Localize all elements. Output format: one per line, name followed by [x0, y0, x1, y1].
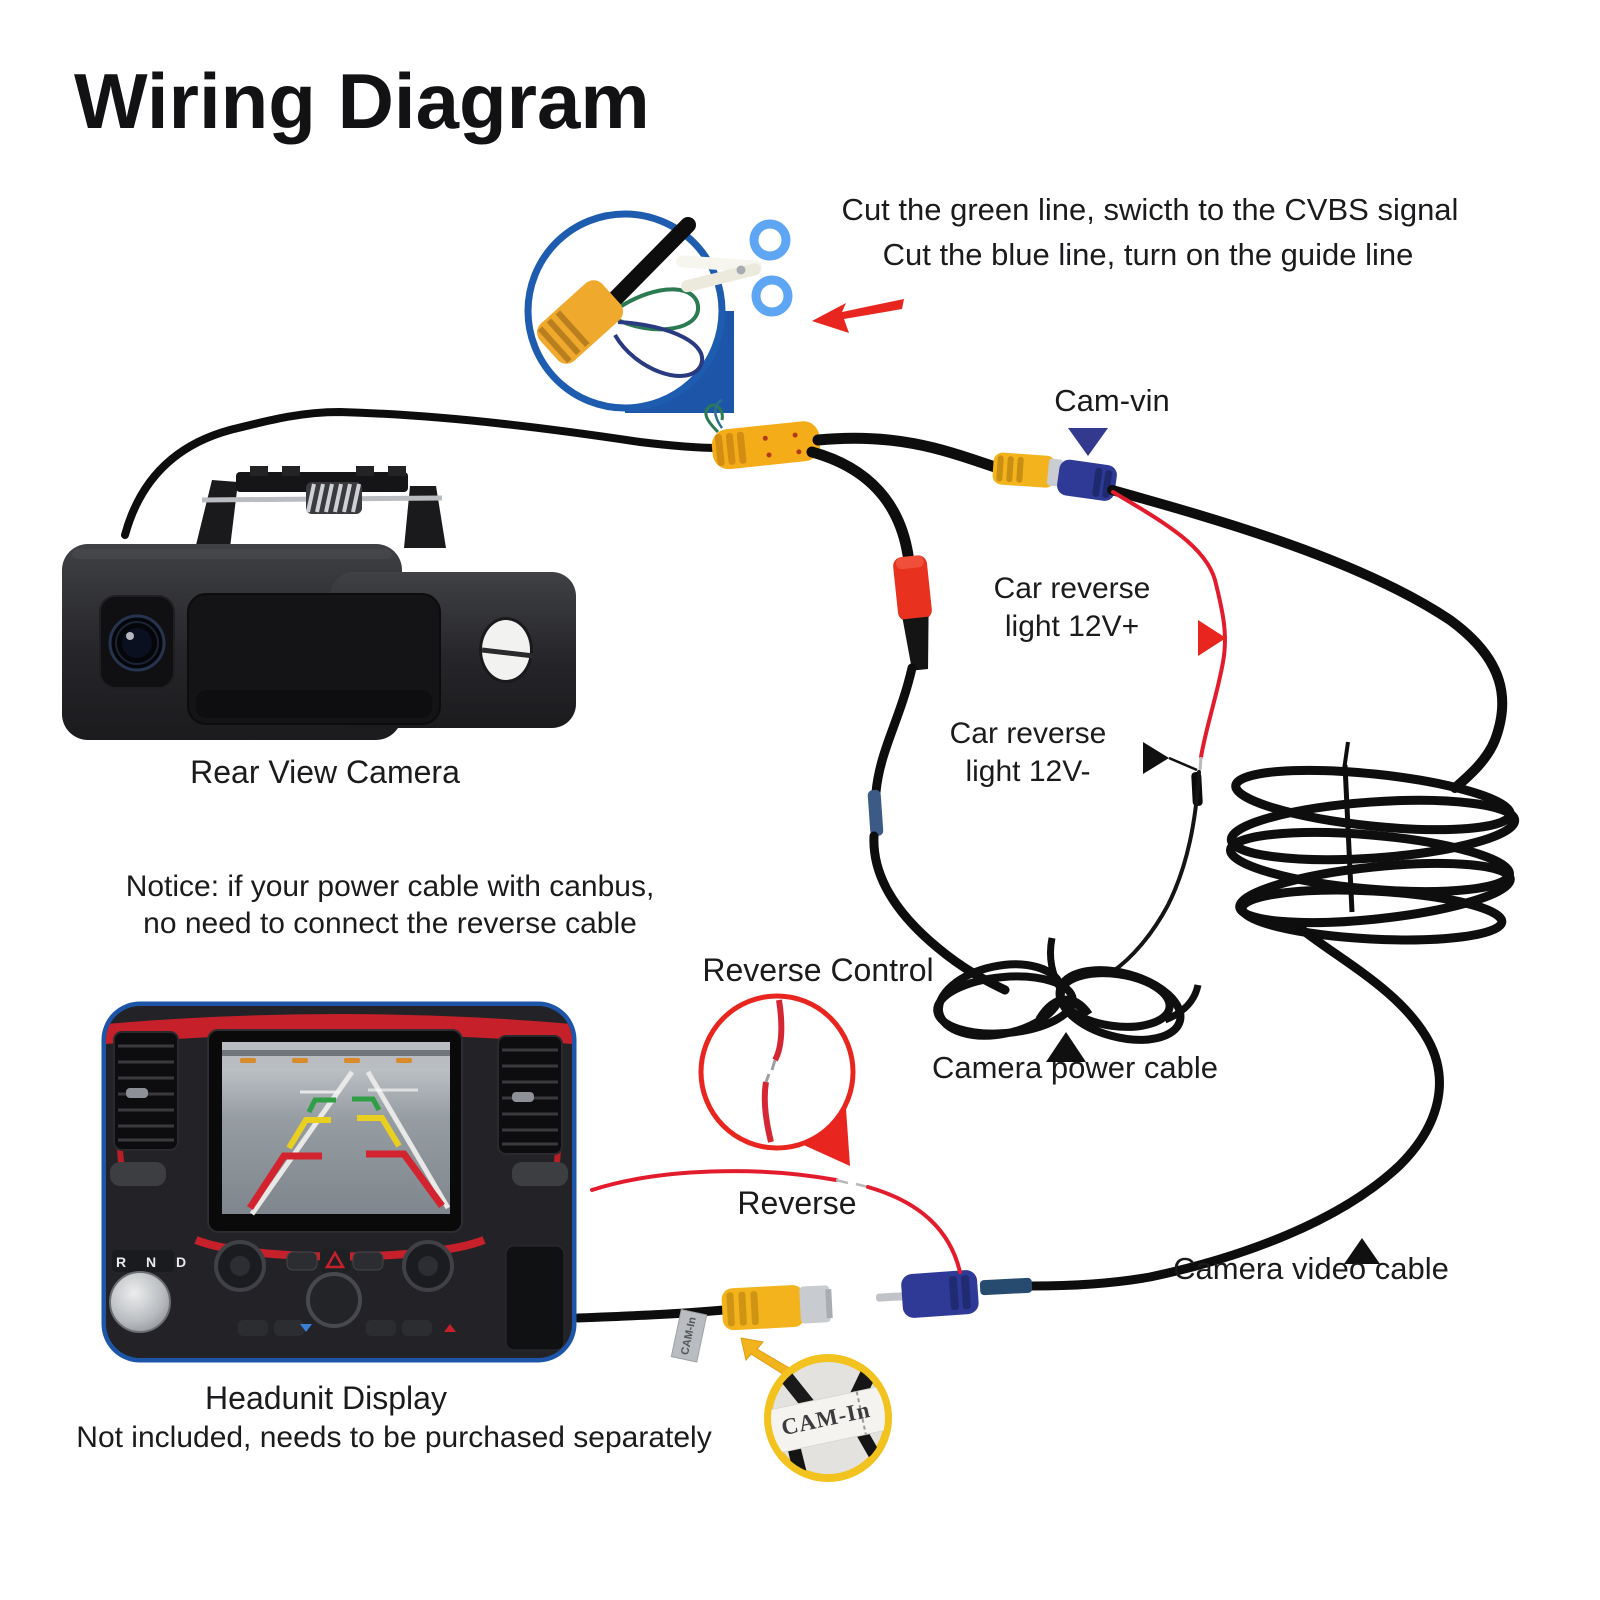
cam-vin-marker-icon	[1068, 428, 1108, 456]
headunit-display-label: Headunit Display	[205, 1380, 447, 1416]
cam-in-magnifier-icon	[740, 1337, 892, 1482]
power-cable-blue-sleeve	[867, 789, 884, 837]
yellow-rca-female	[992, 452, 1056, 488]
reverse-negative-label-line2: light 12V-	[965, 755, 1091, 788]
power-cable-upper	[871, 663, 917, 797]
blue-wire	[613, 320, 704, 378]
right-air-vent	[497, 1035, 563, 1155]
camera-video-cable-coil	[1226, 741, 1520, 945]
reverse-light-negative-marker-icon	[1143, 742, 1169, 774]
scissors-icon	[676, 219, 793, 317]
negative-marker-pointer-line	[1168, 756, 1198, 772]
yellow-arrow-icon	[740, 1337, 792, 1377]
junction-blue-wire	[714, 398, 724, 429]
reverse-wire-tip-right	[855, 1182, 869, 1189]
cam-vin-connection	[992, 452, 1117, 501]
cam-in-tag	[670, 1309, 708, 1363]
reverse-positive-label-line1: Car reverse	[993, 572, 1151, 605]
reverse-label: Reverse	[737, 1185, 857, 1221]
reverse-wire-tip-left	[835, 1178, 849, 1185]
video-cable-exit-run	[1027, 923, 1444, 1291]
reverse-negative-label-line1: Car reverse	[949, 717, 1107, 750]
cam-vin-label: Cam-vin	[1054, 383, 1170, 418]
left-air-vent	[113, 1031, 179, 1151]
green-wire	[613, 287, 701, 332]
camera-power-marker-icon	[1046, 1032, 1086, 1062]
gear-letters-label: R N D	[116, 1254, 195, 1270]
video-cable-run	[1107, 485, 1508, 793]
camera-power-cable-label: Camera power cable	[931, 1050, 1219, 1085]
reverse-light-negative-wire	[1110, 770, 1201, 974]
power-connector	[893, 555, 932, 671]
reverse-positive-label-line2: light 12V+	[1004, 610, 1140, 643]
gear-indicator-panel	[112, 1250, 174, 1272]
reverse-control-label: Reverse Control	[702, 952, 934, 988]
camera-video-cable-label: Camera video cable	[1173, 1251, 1449, 1286]
cut-wires-illustration	[524, 210, 904, 413]
rear-view-camera-label: Rear View Camera	[190, 754, 460, 790]
junction-green-wire	[704, 403, 724, 434]
reverse-wire-left	[590, 1169, 838, 1192]
camera-pigtail-cable	[121, 407, 722, 539]
backup-camera-screen	[222, 1042, 451, 1216]
camera-power-cable-coil	[933, 937, 1202, 1044]
yellow-rca-female-bottom	[721, 1285, 833, 1331]
blue-rca-male	[1057, 459, 1117, 501]
page-title: Wiring Diagram	[74, 57, 650, 145]
cut-instruction-line2: Cut the blue line, turn on the guide lin…	[882, 237, 1414, 272]
rca-plug-in-circle	[537, 280, 623, 364]
red-arrow-icon	[812, 299, 904, 333]
notice-line2: no need to connect the reverse cable	[143, 907, 637, 940]
rear-view-camera-illustration	[62, 466, 576, 740]
camera-spring	[306, 483, 361, 513]
cut-instruction-line1: Cut the green line, swicth to the CVBS s…	[841, 192, 1459, 227]
cut-cable	[604, 217, 696, 310]
camera-junction-connector	[704, 398, 821, 470]
parking-guidelines	[247, 1096, 445, 1210]
headunit-note-label: Not included, needs to be purchased sepa…	[76, 1421, 712, 1454]
hazard-button	[324, 1250, 346, 1269]
notice-line1: Notice: if your power cable with canbus,	[125, 870, 655, 903]
headunit-display-illustration	[101, 1001, 577, 1363]
headunit-cam-in-cable	[573, 1305, 729, 1323]
cut-detail-circle	[524, 210, 726, 412]
reverse-light-positive-marker-icon	[1198, 620, 1226, 656]
reverse-wire-right	[866, 1185, 962, 1274]
reverse-light-positive-wire	[1111, 490, 1227, 759]
video-branch-cable	[812, 432, 1004, 474]
power-branch-cable	[806, 446, 914, 561]
blue-rca-male-bottom	[875, 1270, 1033, 1318]
wire-exposed-tip	[1198, 756, 1203, 771]
gear-shifter-knob	[109, 1271, 171, 1333]
reverse-magnifier-icon	[698, 993, 856, 1166]
camera-video-marker-icon	[1344, 1238, 1380, 1264]
